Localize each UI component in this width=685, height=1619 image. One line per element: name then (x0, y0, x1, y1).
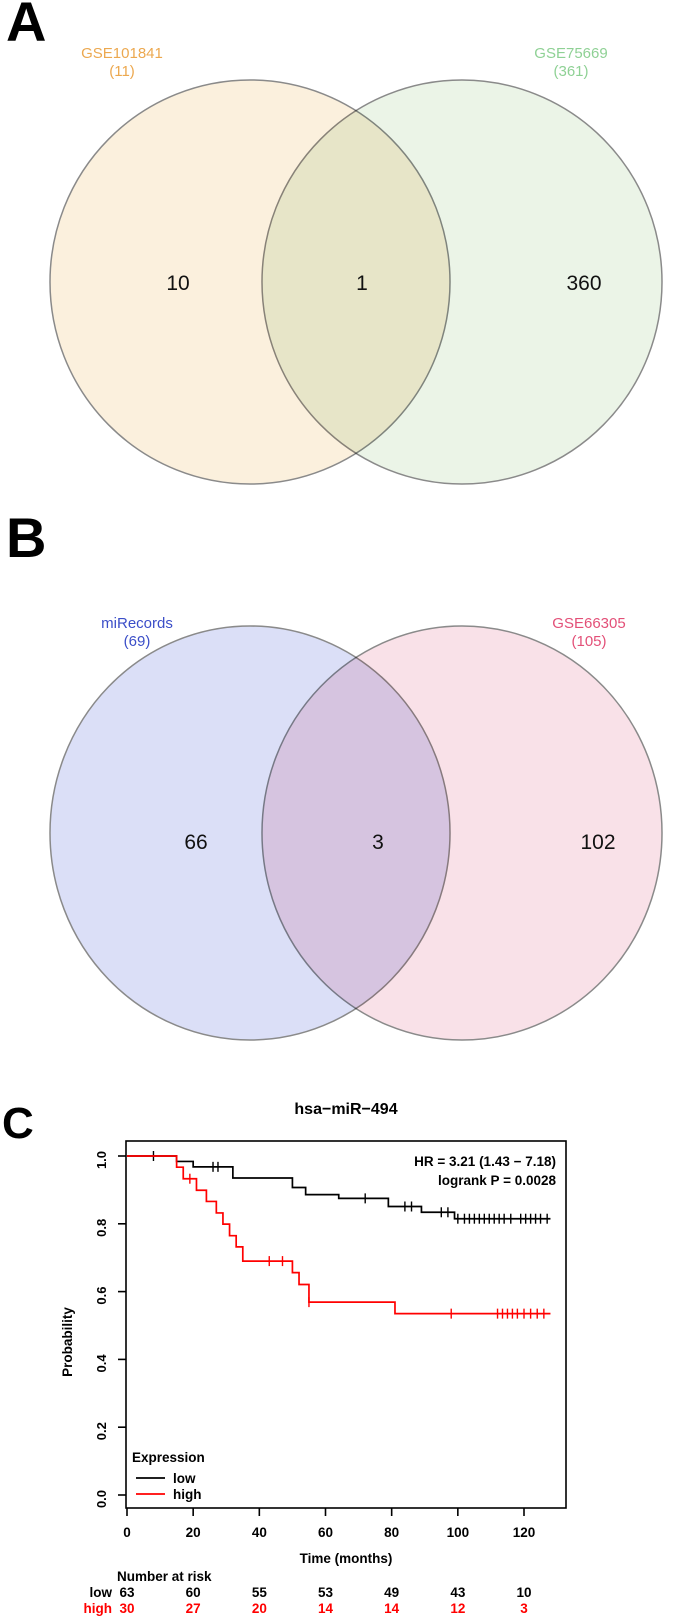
km-risk-value-high: 30 (119, 1601, 134, 1616)
venn-a-overlap-count: 1 (356, 272, 368, 295)
km-ytick-label: 0.0 (94, 1490, 109, 1508)
km-xtick-label: 100 (447, 1525, 470, 1540)
km-risk-value-low: 53 (318, 1585, 334, 1600)
km-ytick-label: 0.4 (94, 1354, 109, 1373)
km-risk-value-low: 43 (450, 1585, 466, 1600)
km-xtick-label: 60 (318, 1525, 333, 1540)
km-legend-label-low: low (173, 1471, 196, 1486)
venn-a-right-count: 360 (566, 272, 601, 295)
km-annotation-1: logrank P = 0.0028 (438, 1173, 556, 1188)
km-risk-value-low: 10 (516, 1585, 531, 1600)
venn-a-left-set-label: GSE101841 (81, 45, 163, 62)
panel-a-letter: A (6, 0, 46, 53)
km-risk-value-high: 27 (186, 1601, 201, 1616)
km-risk-value-high: 14 (384, 1601, 400, 1616)
venn-a-left-count: 10 (166, 272, 189, 295)
km-title: hsa−miR−494 (294, 1101, 397, 1118)
km-plot-border (125, 1140, 567, 1509)
venn-b-left-set-label: miRecords (101, 615, 173, 632)
km-risk-value-low: 49 (384, 1585, 399, 1600)
km-risk-value-low: 63 (119, 1585, 135, 1600)
panel-c-letter: C (2, 1099, 34, 1148)
km-xtick-label: 20 (186, 1525, 201, 1540)
panel-b-venn: miRecords (69) GSE66305 (105) 66 3 102 (49, 615, 663, 1041)
venn-b-right-set-label: GSE66305 (552, 615, 625, 632)
km-risk-value-high: 14 (318, 1601, 334, 1616)
km-legend-label-high: high (173, 1487, 202, 1502)
venn-a-right-circle (261, 79, 663, 485)
panel-c-km-plot: hsa−miR−494 HR = 3.21 (1.43 − 7.18) logran… (60, 1101, 567, 1616)
km-xtick-label: 120 (513, 1525, 536, 1540)
km-risk-value-high: 20 (252, 1601, 267, 1616)
venn-a-right-set-size: (361) (553, 63, 588, 80)
km-ytick-label: 1.0 (94, 1151, 109, 1169)
km-risk-row-label-low: low (90, 1585, 113, 1600)
venn-b-overlap-count: 3 (372, 831, 384, 854)
venn-b-right-set-size: (105) (571, 633, 606, 650)
km-risk-row-label-high: high (84, 1601, 113, 1616)
km-annotation-0: HR = 3.21 (1.43 − 7.18) (414, 1154, 556, 1169)
km-ytick-label: 0.8 (94, 1219, 109, 1237)
venn-b-right-count: 102 (580, 831, 615, 854)
km-risk-value-low: 60 (186, 1585, 201, 1600)
km-risk-header: Number at risk (117, 1569, 212, 1584)
venn-a-right-set-label: GSE75669 (534, 45, 607, 62)
km-risk-value-high: 12 (450, 1601, 465, 1616)
km-risk-value-low: 55 (252, 1585, 268, 1600)
km-xtick-label: 80 (384, 1525, 399, 1540)
panel-b-letter: B (6, 506, 46, 569)
venn-a-left-set-size: (11) (109, 63, 135, 80)
km-ytick-label: 0.6 (94, 1287, 109, 1305)
panel-a-venn: GSE101841 (11) GSE75669 (361) 10 1 360 (49, 45, 663, 485)
venn-b-left-set-size: (69) (124, 633, 151, 650)
km-xtick-label: 40 (252, 1525, 267, 1540)
km-xlabel: Time (months) (300, 1551, 393, 1566)
venn-b-right-circle (261, 625, 663, 1041)
km-xtick-label: 0 (123, 1525, 131, 1540)
km-legend-title: Expression (132, 1450, 205, 1465)
km-ytick-label: 0.2 (94, 1422, 109, 1440)
km-ylabel: Probability (60, 1307, 75, 1377)
km-risk-value-high: 3 (520, 1601, 528, 1616)
venn-b-left-count: 66 (184, 831, 207, 854)
km-curve-low (127, 1155, 551, 1220)
